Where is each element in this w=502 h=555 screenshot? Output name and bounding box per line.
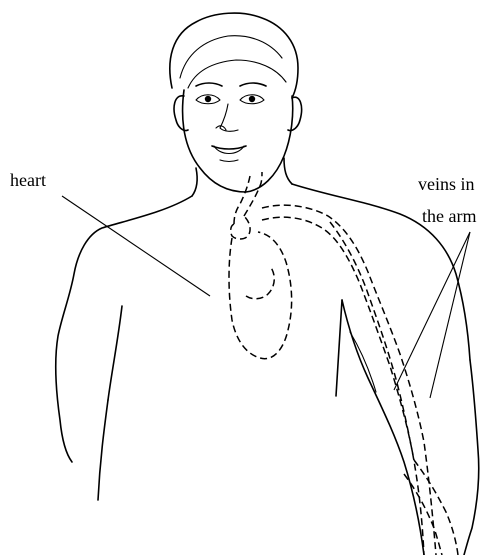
veins-leader-line-1 — [394, 232, 470, 390]
labels: heart veins in the arm — [10, 170, 476, 398]
arm-veins — [262, 205, 458, 555]
veins-leader-line-2 — [430, 232, 470, 398]
heart-label: heart — [10, 170, 46, 190]
heart-shape — [229, 172, 292, 359]
body-outline — [56, 158, 479, 555]
veins-label-line-2: the arm — [422, 206, 476, 226]
head — [170, 13, 302, 192]
veins-label-line-1: veins in — [418, 174, 475, 194]
